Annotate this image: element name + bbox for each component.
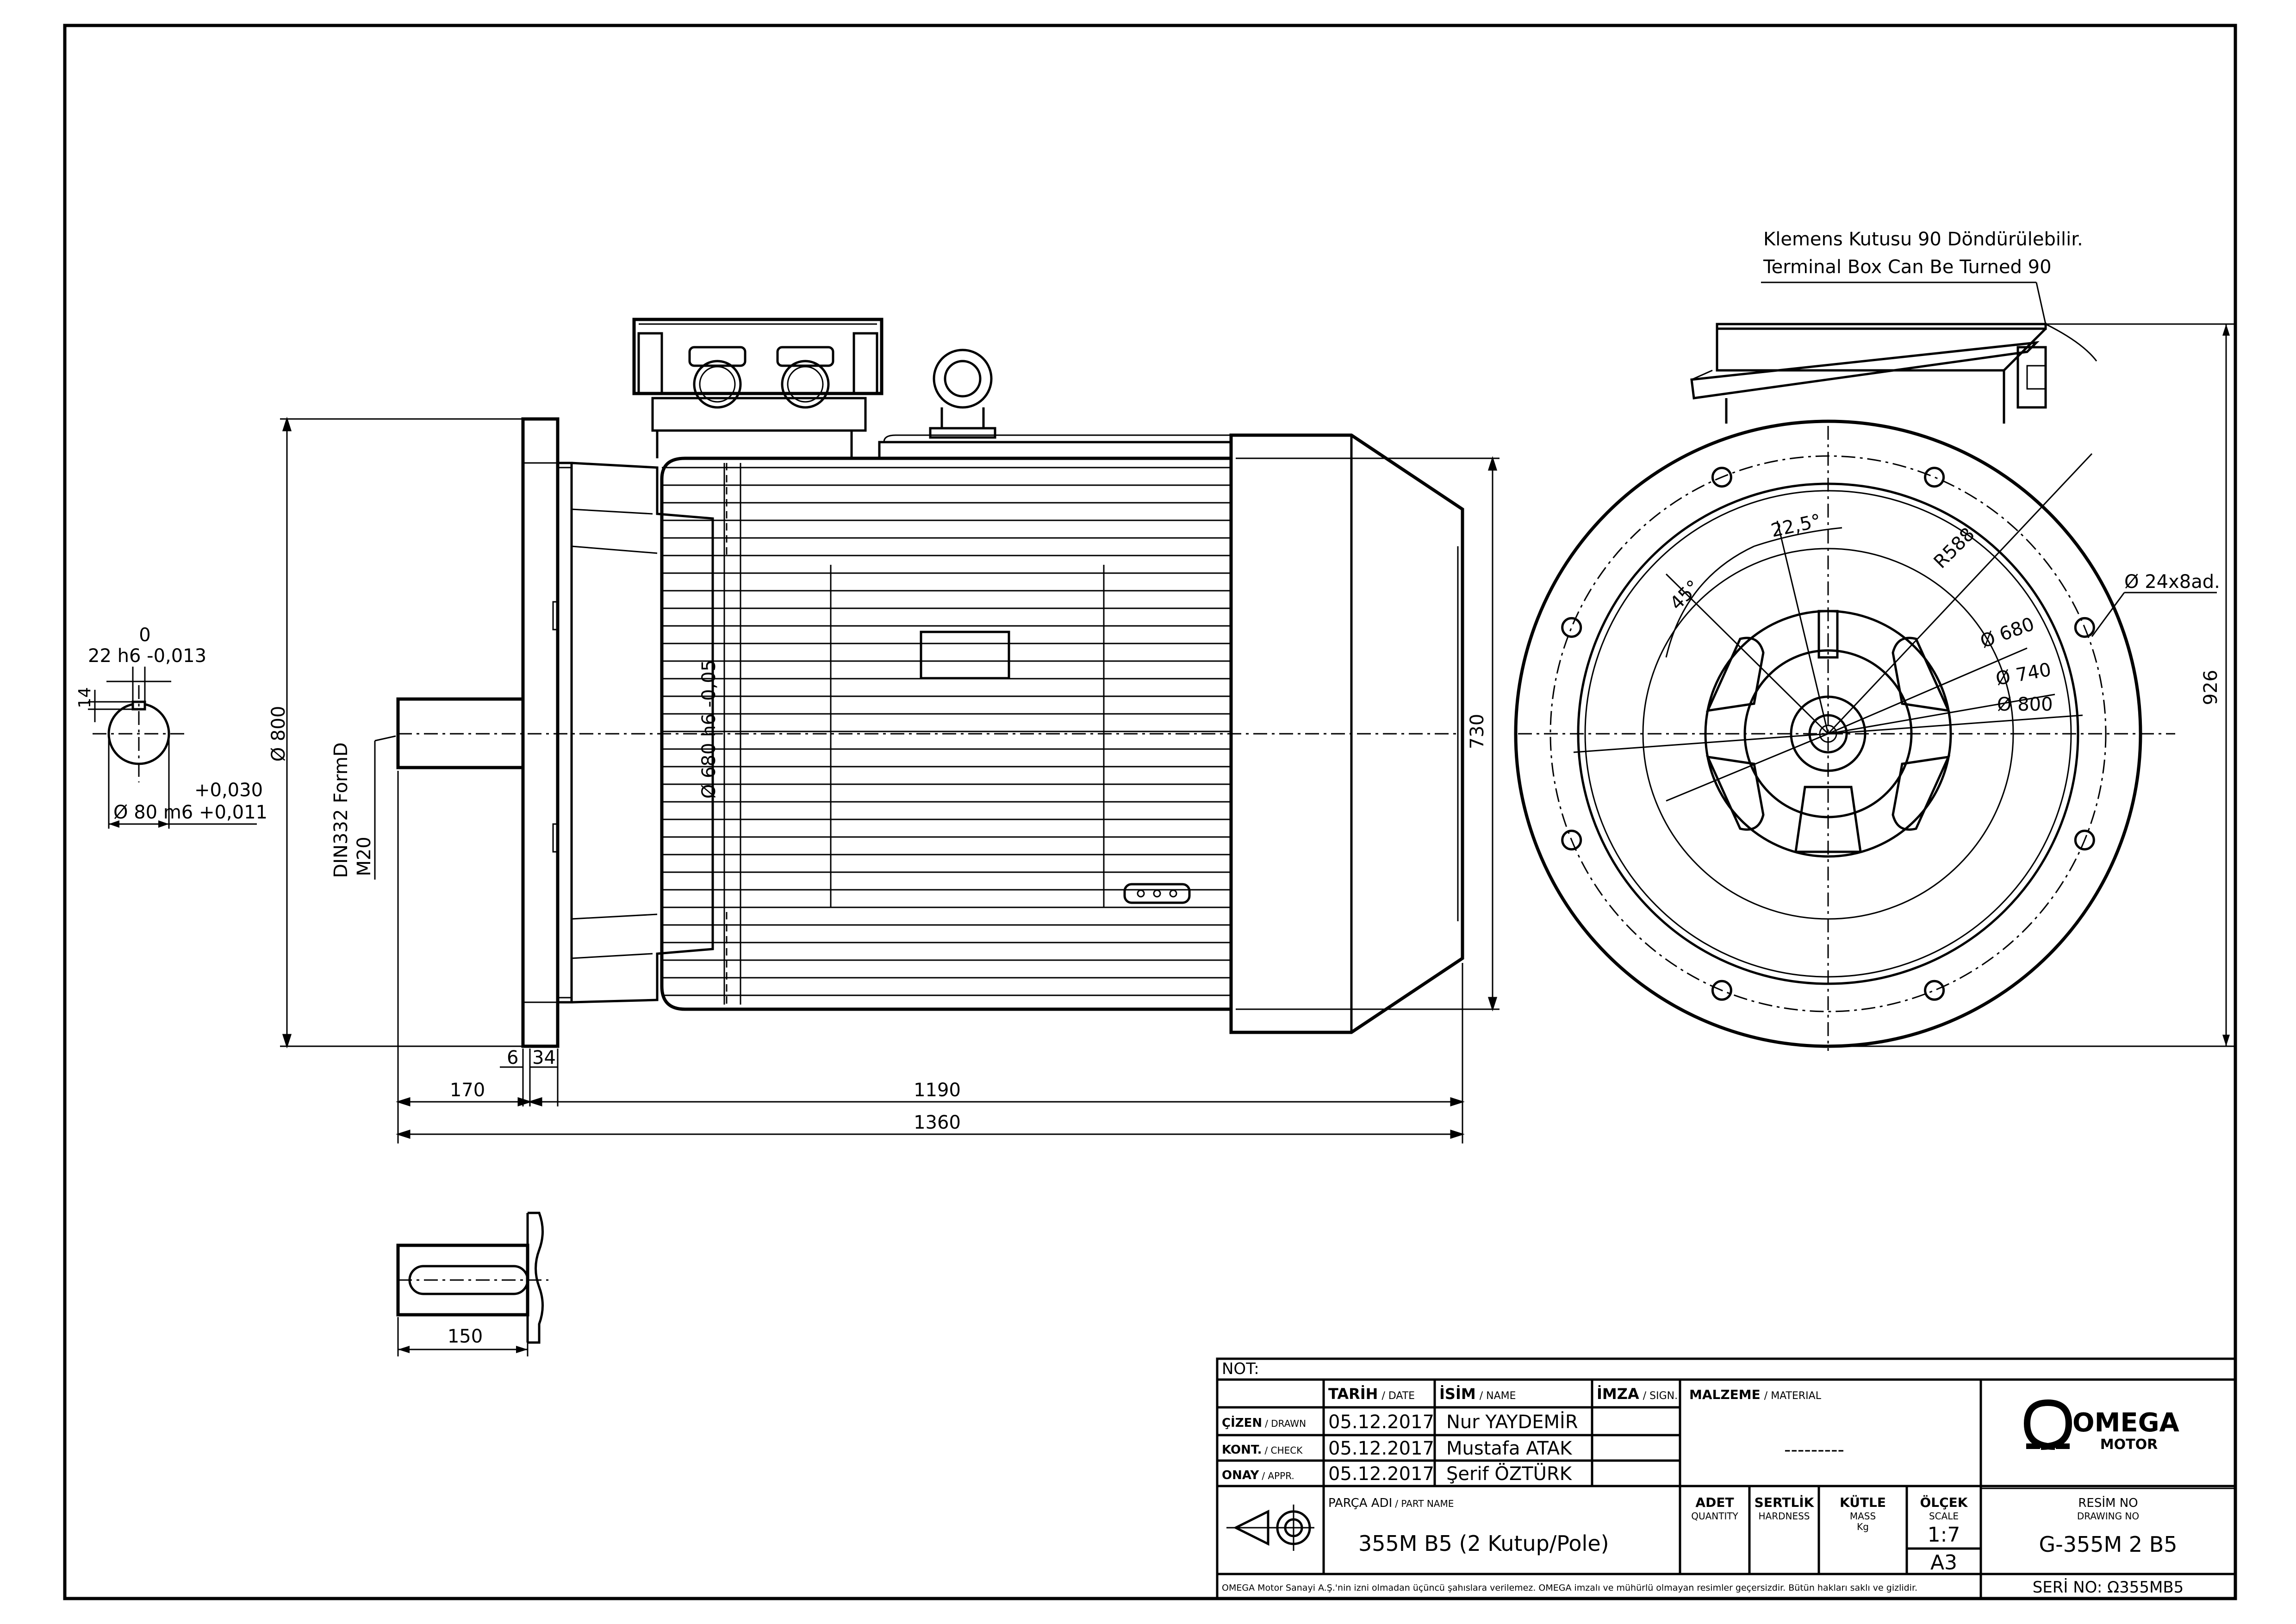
flange-bolt-hole (1711, 467, 1732, 488)
flange-bolt-hole (2074, 830, 2095, 851)
flange-bolt-hole (1924, 980, 1945, 1001)
key-height-label: 14 (75, 687, 94, 708)
logo-sub: MOTOR (2100, 1437, 2158, 1453)
part-icon (1226, 1505, 1314, 1551)
part-header: PARÇA ADI/ PART NAME (1328, 1496, 1454, 1510)
key-zero-label: 0 (139, 625, 150, 646)
dim-150-label: 150 (448, 1326, 483, 1347)
thread-label: M20 (354, 837, 375, 876)
drawing-no-header-en: DRAWING NO (2077, 1511, 2139, 1522)
mass-header-en: MASS (1850, 1511, 1876, 1522)
approve-name: Şerif ÖZTÜRK (1446, 1462, 1573, 1485)
omega-logo: OMEGA MOTOR (2023, 1399, 2180, 1453)
flange-diameter-label: Ø 800 (268, 706, 289, 762)
approve-date: 05.12.2017 (1328, 1463, 1434, 1485)
dia-926-label: 926 (2200, 670, 2221, 705)
hardness-header: SERTLİK (1755, 1494, 1815, 1510)
shaft-key-detail (396, 1212, 548, 1356)
drawn-role: ÇİZEN/ DRAWN (1222, 1415, 1306, 1430)
motor-front-view (1514, 281, 2235, 1051)
name-header: İSİM/ NAME (1439, 1385, 1516, 1403)
qty-header-en: QUANTITY (1691, 1511, 1738, 1522)
r588-label: R588 (1930, 524, 1979, 573)
flange-bolt-hole (1711, 980, 1732, 1001)
logo-word: OMEGA (2072, 1408, 2180, 1438)
sheet-border (63, 24, 2237, 1600)
dim-1360-label: 1360 (914, 1112, 961, 1133)
flange-bolt-hole (2074, 617, 2095, 638)
title-block (1216, 1357, 2237, 1600)
drawn-date: 05.12.2017 (1328, 1412, 1434, 1433)
height-730-label: 730 (1467, 714, 1488, 749)
dia-800-label: Ø 800 (1997, 694, 2053, 715)
check-role: KONT./ CHECK (1222, 1443, 1303, 1457)
serial-no: SERİ NO: Ω355MB5 (2033, 1578, 2184, 1597)
motor-side-view (396, 318, 1464, 1048)
note-line-2: Terminal Box Can Be Turned 90 (1763, 256, 2052, 278)
part-value: 355M B5 (2 Kutup/Pole) (1358, 1531, 1609, 1556)
dim-170-label: 170 (450, 1080, 485, 1101)
dia-740-label: Ø 740 (1994, 659, 2053, 690)
material-value: --------- (1784, 1439, 1844, 1461)
spigot-label: Ø 680 h6 -0,05 (698, 660, 720, 799)
drawing-no-header: RESİM NO (2078, 1495, 2138, 1510)
check-name: Mustafa ATAK (1446, 1438, 1573, 1459)
bolt-holes-label: Ø 24x8ad. (2124, 571, 2220, 593)
dim-6-label: 6 (507, 1047, 518, 1068)
angle-22-label: 22,5° (1769, 510, 1823, 542)
mass-unit: Kg (1857, 1521, 1869, 1532)
sign-header: İMZA/ SIGN. (1597, 1385, 1678, 1403)
mass-header: KÜTLE (1840, 1494, 1886, 1510)
dim-1190-label: 1190 (914, 1080, 961, 1101)
hardness-header-en: HARDNESS (1758, 1511, 1810, 1522)
sheet-size: A3 (1930, 1551, 1957, 1574)
shaft-section-view (88, 667, 257, 829)
key-tolerance-label: 22 h6 -0,013 (88, 645, 206, 667)
check-date: 05.12.2017 (1328, 1438, 1434, 1459)
dia-680-label: Ø 680 (1978, 613, 2037, 652)
flange-bolt-hole (1561, 830, 1582, 851)
din-label: DIN332 FormD (330, 742, 352, 878)
shaft-tol-upper-label: +0,030 (194, 780, 263, 801)
material-header: MALZEME/ MATERIAL (1689, 1387, 1822, 1402)
drawing-no: G-355M 2 B5 (2039, 1532, 2177, 1557)
date-header: TARİH/ DATE (1328, 1385, 1415, 1403)
flange-bolt-hole (1924, 467, 1945, 488)
note-line-1: Klemens Kutusu 90 Döndürülebilir. (1763, 229, 2083, 250)
dim-34-label: 34 (532, 1047, 556, 1068)
scale-value: 1:7 (1928, 1523, 1960, 1547)
not-label: NOT: (1222, 1360, 1259, 1378)
scale-header: ÖLÇEK (1920, 1494, 1968, 1510)
qty-header: ADET (1695, 1495, 1734, 1510)
shaft-tol-label: Ø 80 m6 +0,011 (113, 802, 268, 823)
drawn-name: Nur YAYDEMİR (1446, 1411, 1578, 1433)
footer-note: OMEGA Motor Sanayi A.Ş.'nin izni olmadan… (1222, 1583, 1917, 1593)
approve-role: ONAY/ APPR. (1222, 1468, 1294, 1482)
angle-45-label: 45° (1666, 576, 1705, 614)
side-view-dimensions (280, 417, 1500, 1143)
scale-header-en: SCALE (1929, 1511, 1959, 1522)
flange-bolt-hole (1561, 617, 1582, 638)
